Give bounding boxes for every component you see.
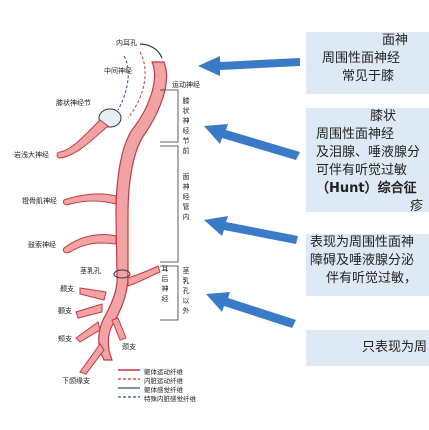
mandibular-branch bbox=[79, 343, 105, 375]
posterior-auricular-branch bbox=[127, 265, 161, 287]
info-box-2-line: 可伴有听觉过敏 bbox=[316, 163, 408, 178]
info-box-2-line: 疹 bbox=[410, 199, 424, 212]
geniculate-ganglion-shape bbox=[98, 108, 122, 128]
info-box-1: 面神 周围性面神经 常见于膝 bbox=[306, 32, 429, 94]
legend-item: 特殊内脏感觉纤维 bbox=[144, 395, 196, 403]
info-box-3: 表现为周围性面神 障碍及唾液腺分泌 伴有听觉过敏， bbox=[306, 234, 429, 296]
chorda-tympani-branch bbox=[63, 234, 117, 254]
stapedius-branch bbox=[63, 193, 117, 206]
motor-fiber-dashed bbox=[127, 51, 146, 119]
segment-facial-canal: 面神经管内 bbox=[182, 173, 190, 221]
legend-item: 躯体运动纤维 bbox=[144, 368, 183, 376]
segment-before-ganglion: 膝状神经节前 bbox=[182, 97, 190, 155]
label-greater-petrosal: 岩浅大神经 bbox=[14, 151, 49, 159]
label-buccal: 颊支 bbox=[58, 335, 72, 343]
label-zygomatic: 颧支 bbox=[58, 307, 72, 315]
inner-ear-canal-shape bbox=[139, 43, 163, 59]
arrow-1 bbox=[198, 56, 300, 76]
label-motor-nerve: 运动神经 bbox=[172, 81, 200, 89]
nerve-trunk bbox=[56, 43, 168, 375]
arrow-3 bbox=[204, 216, 298, 244]
arrows bbox=[198, 56, 300, 328]
label-geniculate-ganglion: 膝状神经节 bbox=[56, 99, 91, 107]
label-stylomastoid: 茎乳孔 bbox=[80, 267, 101, 275]
label-cervical: 颈支 bbox=[122, 343, 136, 351]
temporal-branch bbox=[79, 287, 107, 301]
greater-petrosal-branch bbox=[56, 119, 109, 159]
info-box-1-line: 面神 bbox=[382, 33, 409, 48]
info-box-2-line: （Hunt）综合征 bbox=[316, 181, 417, 196]
info-box-2-line: 周围性面神经 bbox=[316, 127, 395, 142]
label-inner-ear-canal: 内耳孔 bbox=[116, 39, 137, 47]
info-box-2-line: 及泪腺、唾液腺分 bbox=[316, 145, 421, 160]
info-box-4-line: 只表现为周 bbox=[362, 340, 428, 355]
info-box-3-line: 伴有听觉过敏， bbox=[326, 271, 418, 286]
main-trunk bbox=[98, 61, 168, 361]
label-chorda-tympani: 鼓索神经 bbox=[28, 241, 56, 249]
segment-outside: 茎乳孔以外 bbox=[182, 267, 190, 315]
segment-brackets bbox=[160, 89, 179, 321]
info-box-1-line: 常见于膝 bbox=[342, 69, 395, 84]
label-stapedius: 镫骨肌神经 bbox=[22, 197, 57, 205]
buccal-branch bbox=[75, 321, 101, 343]
zygomatic-branch bbox=[75, 303, 103, 319]
legend-item: 内脏运动纤维 bbox=[144, 377, 183, 385]
label-intermediate-nerve: 中间神经 bbox=[104, 67, 132, 75]
info-box-1-line: 周围性面神经 bbox=[322, 51, 401, 66]
legend-lines bbox=[118, 369, 140, 398]
label-temporal: 颞支 bbox=[60, 285, 74, 293]
info-box-2: 膝状 周围性面神经 及泪腺、唾液腺分 可伴有听觉过敏 （Hunt）综合征 疹 bbox=[306, 108, 429, 212]
info-box-3-line: 表现为周围性面神 bbox=[310, 235, 415, 250]
stylomastoid-ring bbox=[113, 269, 131, 279]
intermediate-fiber bbox=[117, 55, 129, 111]
info-box-3-line: 障碍及唾液腺分泌 bbox=[310, 253, 415, 268]
info-box-2-line: 膝状 bbox=[370, 109, 397, 124]
legend-item: 躯体感觉纤维 bbox=[144, 386, 183, 394]
info-box-4: 只表现为周 bbox=[306, 330, 429, 366]
arrow-2 bbox=[204, 124, 300, 160]
label-posterior-auricular: 耳后神经 bbox=[161, 265, 169, 303]
cervical-branch bbox=[111, 317, 127, 341]
arrow-4 bbox=[206, 292, 296, 328]
label-mandibular: 下颌缘支 bbox=[62, 377, 90, 385]
